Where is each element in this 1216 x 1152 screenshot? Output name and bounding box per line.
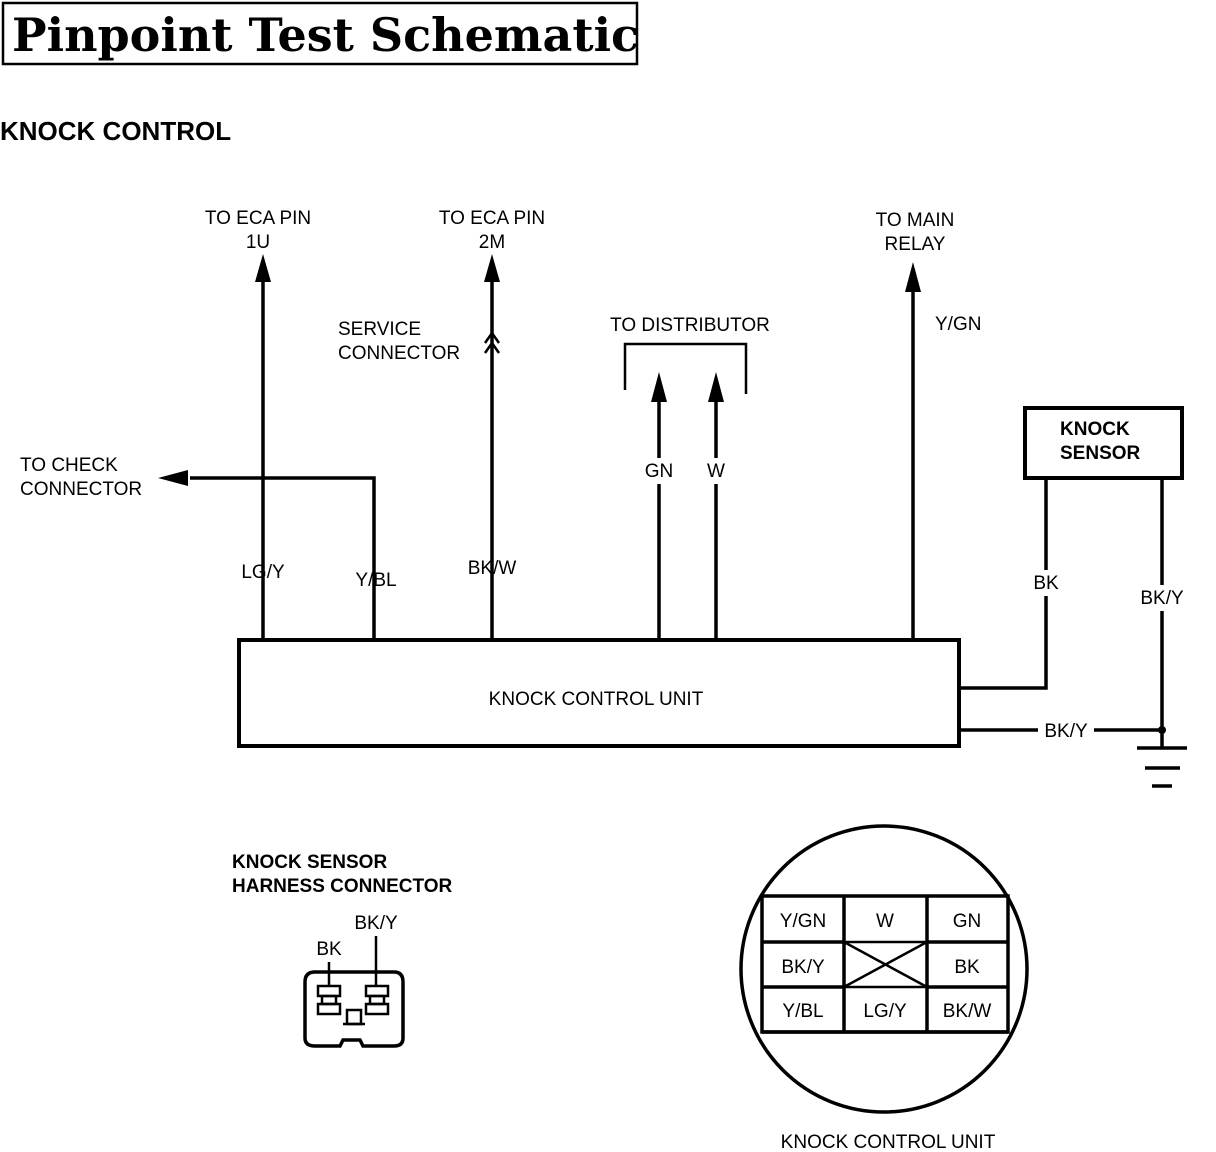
ground-icon <box>1137 746 1187 788</box>
kcu-pin-gn: GN <box>953 911 982 932</box>
service-connector-label-line1: SERVICE <box>338 319 421 340</box>
kcu-pin-y-gn: Y/GN <box>780 911 826 932</box>
connector-circle <box>739 824 1029 1114</box>
wire-label-w: W <box>707 461 725 482</box>
kcu-pin-y-bl: Y/BL <box>782 1001 823 1022</box>
wire-label-y-bl: Y/BL <box>355 570 396 591</box>
harness-pin-label-bk: BK <box>316 939 342 960</box>
harness-pin-label-bk-y: BK/Y <box>354 913 398 934</box>
wire-bk: BK <box>959 478 1062 690</box>
service-connector-label-line2: CONNECTOR <box>338 343 460 364</box>
knock-control-unit-box <box>237 638 961 748</box>
harness-connector-icon <box>303 936 405 1048</box>
to-main-relay-label-line2: RELAY <box>885 234 946 255</box>
kcu-pin-lg-y: LG/Y <box>863 1001 907 1022</box>
kcu-pin-bk-w: BK/W <box>943 1001 992 1022</box>
wire-label-y-gn: Y/GN <box>935 314 981 335</box>
wire-w: W <box>702 372 730 640</box>
wire-y-bl: Y/BL <box>158 470 397 640</box>
wire-bk-y-sensor: BK/Y <box>1134 478 1190 748</box>
kcu-pin-bk-y: BK/Y <box>781 957 825 978</box>
harness-connector-title-line1: KNOCK SENSOR <box>232 852 387 873</box>
to-check-connector-label-line1: TO CHECK <box>20 455 118 476</box>
distributor-bracket <box>623 342 748 394</box>
kcu-connector-view: Y/GN W GN BK/Y BK Y/BL LG/Y BK/W <box>739 824 1029 1114</box>
knock-sensor-label-line1: KNOCK <box>1060 419 1130 440</box>
to-eca-2m-label-line2: 2M <box>479 232 505 253</box>
wire-y-gn: Y/GN <box>905 262 981 640</box>
harness-connector-title-line2: HARNESS CONNECTOR <box>232 876 453 897</box>
title-frame <box>1 1 639 66</box>
knock-sensor-label-line2: SENSOR <box>1060 443 1141 464</box>
arrow-up-icon <box>905 262 921 292</box>
wire-bk-y-ground: BK/Y <box>959 718 1166 742</box>
wire-label-bk-w: BK/W <box>468 558 517 579</box>
arrow-up-icon <box>484 254 500 282</box>
arrow-up-icon <box>255 254 271 282</box>
wire-label-bk-y-sensor: BK/Y <box>1140 588 1184 609</box>
to-eca-2m-label-line1: TO ECA PIN <box>439 208 545 229</box>
to-eca-1u-label-line2: 1U <box>246 232 270 253</box>
service-connector-chevron-icon <box>483 330 501 344</box>
service-connector-chevron-icon <box>483 340 501 354</box>
knock-sensor-box <box>1023 406 1184 480</box>
wire-label-bk-y-ground: BK/Y <box>1044 721 1088 742</box>
arrow-up-icon <box>651 372 667 402</box>
wire-gn: GN <box>640 372 678 640</box>
arrow-up-icon <box>708 372 724 402</box>
kcu-pin-bk: BK <box>954 957 980 978</box>
kcu-pin-w: W <box>876 911 894 932</box>
wire-label-bk: BK <box>1033 573 1059 594</box>
wire-label-lg-y: LG/Y <box>241 562 285 583</box>
junction-dot <box>1158 726 1166 734</box>
kcu-connector-caption: KNOCK CONTROL UNIT <box>781 1132 996 1152</box>
to-eca-1u-label-line1: TO ECA PIN <box>205 208 311 229</box>
to-check-connector-label-line2: CONNECTOR <box>20 479 142 500</box>
wire-lg-y: LG/Y <box>241 254 285 640</box>
wire-label-gn: GN <box>645 461 674 482</box>
to-main-relay-label-line1: TO MAIN <box>876 210 955 231</box>
page-title: Pinpoint Test Schematic <box>12 8 639 62</box>
wire-bk-w: BK/W <box>468 254 517 640</box>
section-subtitle: KNOCK CONTROL <box>0 116 231 146</box>
to-distributor-label: TO DISTRIBUTOR <box>610 315 770 336</box>
title-block: Pinpoint Test Schematic <box>1 1 639 66</box>
knock-control-unit-label: KNOCK CONTROL UNIT <box>489 689 704 710</box>
arrow-left-icon <box>158 470 188 486</box>
